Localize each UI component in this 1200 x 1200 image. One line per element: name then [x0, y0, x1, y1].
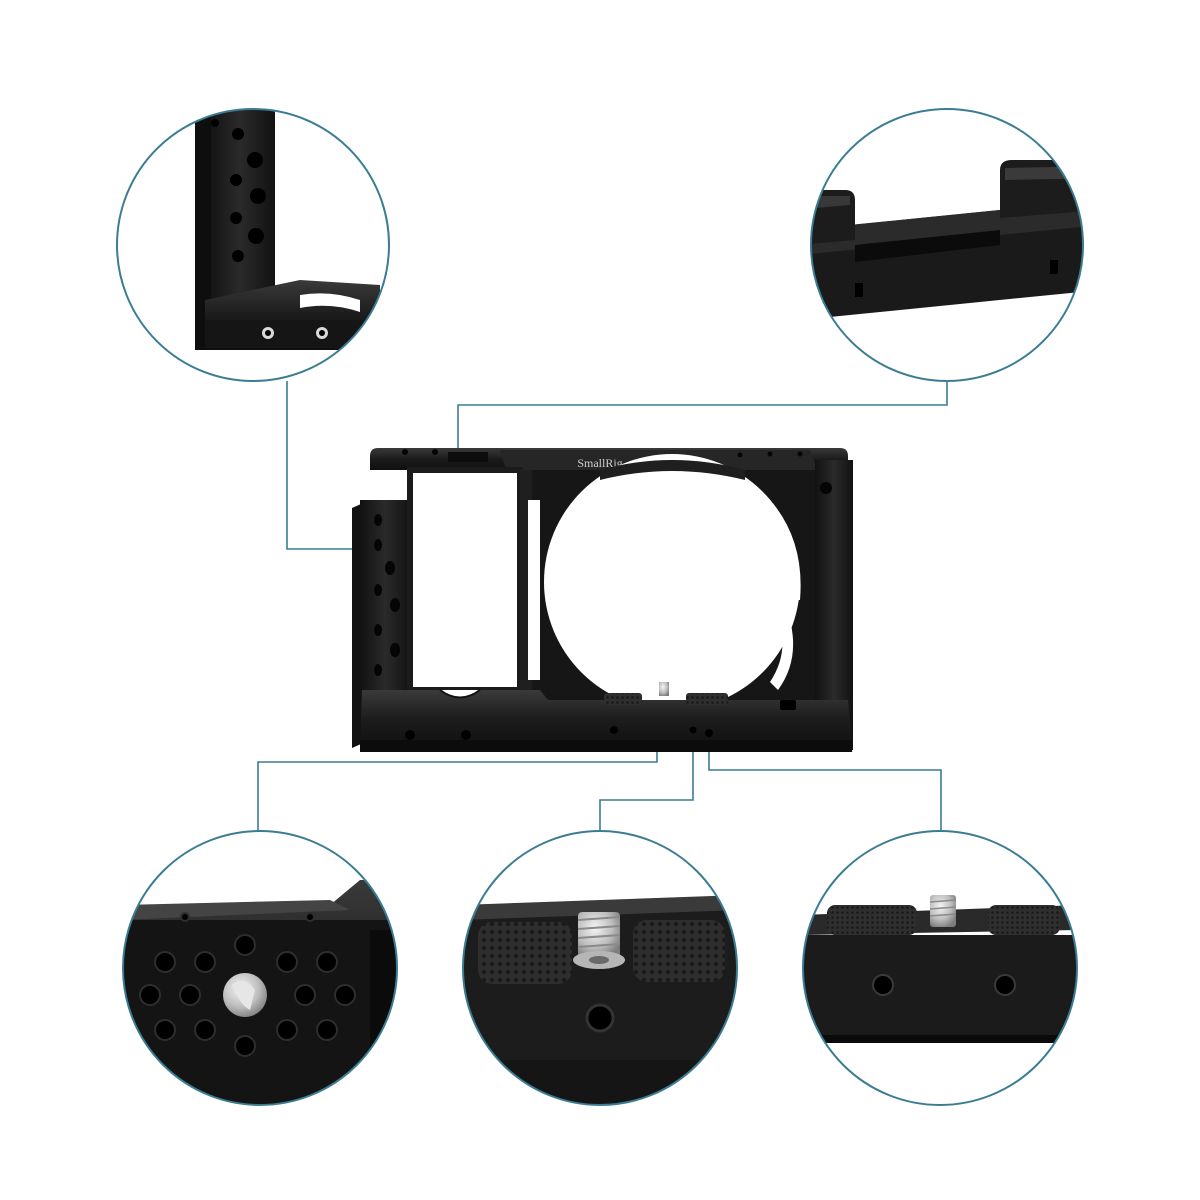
side-pad-right	[988, 905, 1060, 935]
side-hole-left	[872, 974, 894, 996]
cage-cold-shoe-notch	[448, 452, 488, 462]
rubber-pad-right	[686, 693, 728, 705]
callout-cold-shoe	[810, 108, 1084, 382]
side-screw	[930, 895, 956, 927]
base-front-holes	[405, 726, 713, 740]
callout-left-l-bracket	[116, 108, 390, 382]
camera-cage: SmallRig	[352, 448, 853, 752]
lens-window	[520, 454, 815, 710]
callout-bottom-hole-plate	[122, 830, 398, 1106]
side-hole-right	[994, 974, 1016, 996]
leader-line-bottom-plate	[257, 741, 658, 832]
rubber-pad-left	[604, 693, 642, 705]
tripod-pad-right	[633, 920, 725, 982]
side-pad-left	[827, 905, 917, 935]
tripod-screw	[659, 682, 669, 696]
cage-inner-frame	[407, 467, 523, 693]
callout-base-side-holes	[802, 830, 1078, 1106]
cage-bottom-base	[360, 690, 852, 750]
callout-tripod-screw	[462, 830, 738, 1106]
top-bar-holes	[402, 449, 803, 458]
quarter-inch-screw	[573, 912, 625, 969]
leader-line-cold-shoe	[457, 381, 948, 459]
leader-line-side-holes	[708, 741, 942, 832]
left-upright-holes	[374, 514, 400, 676]
brand-mark: SmallRig	[577, 456, 622, 470]
tripod-pad-left	[478, 922, 572, 984]
leader-line-left-bracket	[286, 381, 372, 550]
plate-holes	[139, 912, 356, 1057]
leader-line-tripod-screw	[599, 733, 694, 832]
